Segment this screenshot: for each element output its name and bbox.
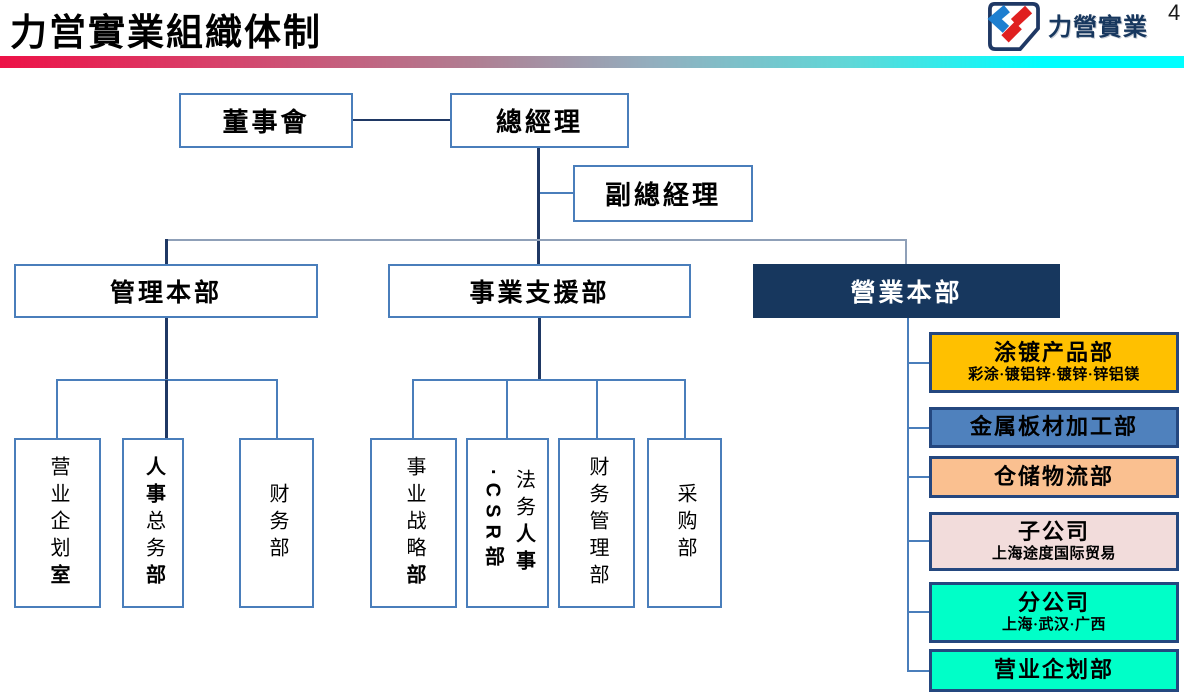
org-box-sales-division: 營業本部	[753, 264, 1060, 318]
org-box-finance: 财务部	[239, 438, 314, 608]
org-box-financial-management: 财务管理部	[558, 438, 635, 608]
connector-line	[540, 192, 573, 194]
org-box-procurement: 采购部	[647, 438, 722, 608]
connector-line	[165, 239, 168, 265]
org-box-support-division: 事業支援部	[388, 264, 691, 318]
org-box-warehouse-logistics: 仓储物流部	[929, 456, 1179, 498]
connector-line	[907, 540, 930, 542]
company-logo-icon	[987, 2, 1040, 52]
org-box-legal-hr-csr: 法务人事·CSR部	[466, 438, 549, 608]
connector-line	[907, 611, 930, 613]
connector-line	[165, 318, 168, 380]
connector-line	[165, 380, 168, 438]
org-box-branch-offices: 分公司 上海·武汉·广西	[929, 582, 1179, 643]
box-title: 营业企划部	[993, 657, 1114, 683]
connector-line	[907, 362, 930, 364]
org-box-sales-planning-dept: 营业企划部	[929, 649, 1179, 692]
connector-line	[276, 381, 278, 438]
box-subtitle: 彩涂·镀铝锌·镀锌·锌铝镁	[968, 366, 1140, 383]
connector-line	[596, 381, 598, 438]
org-box-hr-general-affairs: 人事总务部	[122, 438, 184, 608]
org-box-business-strategy: 事业战略部	[370, 438, 457, 608]
page-number: 4	[1168, 0, 1181, 25]
box-title: 分公司	[1017, 590, 1090, 616]
connector-line	[165, 239, 907, 241]
connector-line	[412, 381, 414, 438]
org-box-subsidiary: 子公司 上海途度国际贸易	[929, 512, 1179, 571]
org-box-sales-planning-office: 营业企划室	[14, 438, 101, 608]
connector-line	[537, 148, 540, 241]
box-title: 涂镀产品部	[993, 340, 1114, 366]
company-logo-text: 力營實業	[1048, 14, 1148, 41]
accent-gradient-bar	[0, 56, 1184, 68]
org-box-admin-division: 管理本部	[14, 264, 318, 318]
connector-line	[353, 119, 450, 121]
connector-line	[412, 379, 686, 381]
org-box-metal-sheet-processing: 金属板材加工部	[929, 407, 1179, 448]
org-box-general-manager: 總經理	[450, 93, 629, 148]
org-box-coated-products: 涂镀产品部 彩涂·镀铝锌·镀锌·锌铝镁	[929, 332, 1179, 393]
connector-line	[537, 241, 540, 265]
org-box-board: 董事會	[179, 93, 353, 148]
connector-line	[538, 318, 541, 380]
box-subtitle: 上海·武汉·广西	[1001, 616, 1106, 633]
connector-line	[684, 381, 686, 438]
box-title: 金属板材加工部	[969, 414, 1138, 440]
org-box-deputy-general-manager: 副總経理	[573, 165, 753, 222]
box-subtitle: 上海途度国际贸易	[991, 545, 1116, 562]
connector-line	[905, 241, 907, 265]
connector-line	[506, 381, 508, 438]
connector-line	[907, 670, 930, 672]
connector-line	[56, 381, 58, 438]
page-title: 力営實業組織体制	[10, 12, 322, 53]
box-title: 子公司	[1017, 519, 1090, 545]
connector-line	[907, 427, 930, 429]
box-title: 仓储物流部	[993, 463, 1114, 489]
connector-line	[907, 476, 930, 478]
connector-line	[907, 318, 909, 671]
